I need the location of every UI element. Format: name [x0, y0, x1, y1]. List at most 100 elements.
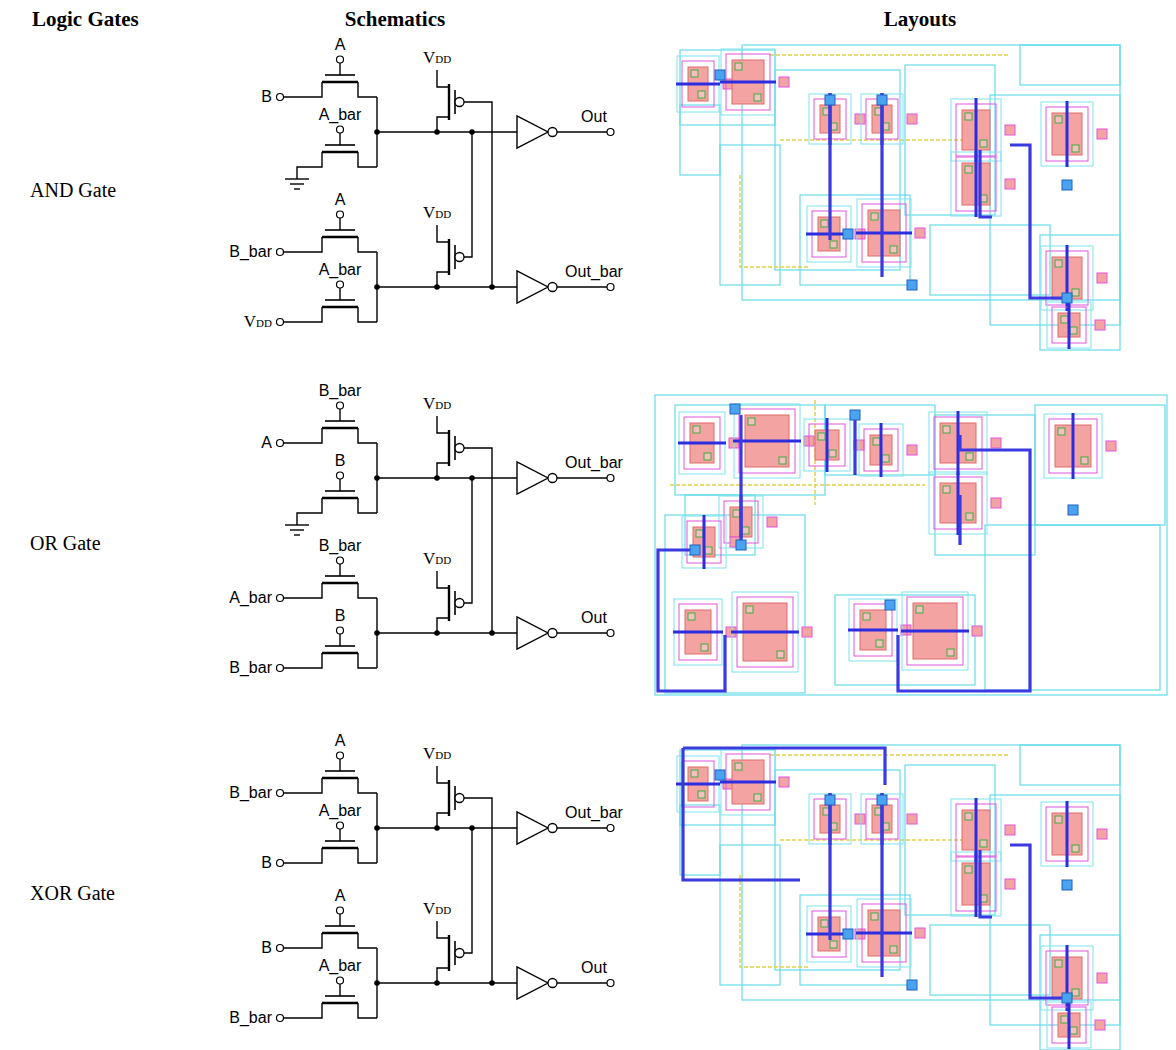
contact	[966, 513, 973, 520]
junction-dot	[434, 475, 440, 481]
gate-signal: A_bar	[319, 957, 362, 975]
gate-signal: B_bar	[319, 382, 362, 400]
pmos-drain	[437, 272, 449, 287]
node-wire	[377, 477, 517, 478]
poly-route	[898, 435, 1030, 691]
body-tap	[855, 114, 865, 124]
junction-dot	[374, 825, 380, 831]
junction-dot	[469, 825, 475, 831]
contact	[818, 433, 825, 440]
gate-signal: A_bar	[319, 261, 362, 279]
metal2-trace	[740, 875, 810, 967]
via	[690, 545, 700, 555]
gate-lead	[339, 409, 340, 421]
body-tap	[1097, 129, 1107, 139]
poly-gate	[1068, 1001, 1071, 1049]
metal2-trace	[770, 754, 1010, 756]
junction-dot	[374, 630, 380, 636]
poly-gate	[826, 418, 829, 472]
poly-gate	[673, 631, 723, 634]
contact	[876, 640, 883, 647]
inverter-symbol	[517, 812, 548, 844]
body-tap	[1005, 179, 1015, 189]
metal-outline	[720, 845, 780, 985]
contact	[1055, 960, 1062, 967]
contact	[965, 113, 972, 120]
terminal-circle	[277, 945, 284, 952]
body-tap	[907, 814, 917, 824]
node-wire	[377, 827, 517, 828]
body-tap	[767, 517, 777, 527]
well-outline	[1041, 246, 1093, 310]
contact	[980, 840, 987, 847]
metal-outline	[742, 45, 1120, 300]
output-wire	[557, 827, 607, 828]
via	[877, 95, 887, 105]
supply-label: VDD	[423, 745, 451, 764]
terminal-circle	[337, 977, 344, 984]
contact	[1072, 289, 1079, 296]
contact	[701, 644, 708, 651]
pmos-source	[437, 416, 449, 433]
pmos-channel	[448, 430, 450, 466]
body-tap	[907, 114, 917, 124]
output-wire	[557, 632, 607, 633]
output-wire	[557, 286, 607, 287]
pmos-drain	[437, 117, 449, 132]
contact	[1070, 1027, 1077, 1034]
contact	[698, 791, 705, 798]
output-label: Out	[581, 108, 607, 126]
transistor-drain	[358, 498, 377, 513]
gate-bubble	[455, 599, 464, 608]
terminal-circle	[277, 860, 284, 867]
well-outline	[857, 899, 911, 967]
metal-outline	[680, 105, 720, 175]
output-label: Out	[581, 959, 607, 977]
gate-lead	[339, 479, 340, 491]
via	[730, 404, 740, 414]
via	[825, 795, 835, 805]
inverter-bubble	[548, 979, 557, 988]
poly-gate	[720, 81, 776, 84]
ground-symbol	[285, 524, 309, 525]
metal-outline	[1040, 235, 1120, 350]
terminal-circle	[277, 595, 284, 602]
contact	[1070, 327, 1077, 334]
terminal-circle	[277, 319, 284, 326]
cross-couple-wire	[464, 102, 492, 287]
metal-outline	[800, 195, 910, 285]
poly-gate	[676, 83, 720, 86]
contact	[693, 426, 700, 433]
transistor-channel	[322, 236, 358, 238]
poly-gate	[1066, 101, 1069, 167]
transistor-drain	[358, 152, 377, 167]
gate-lead	[339, 564, 340, 576]
poly-route	[828, 93, 831, 240]
cross-couple-wire	[464, 798, 492, 983]
transistor-channel	[322, 306, 358, 308]
pmos-drain	[437, 463, 449, 478]
metal-outline	[685, 495, 755, 555]
terminal-circle	[277, 790, 284, 797]
output-label: Out_bar	[565, 263, 623, 281]
terminal-circle	[337, 281, 344, 288]
contact	[966, 453, 973, 460]
contact	[1081, 457, 1088, 464]
transistor-drain	[358, 307, 377, 322]
junction-dot	[434, 129, 440, 135]
gate-signal: A_bar	[319, 802, 362, 820]
input-signal: B	[261, 939, 272, 957]
terminal-circle	[277, 249, 284, 256]
row-label: OR Gate	[30, 532, 101, 554]
column-header: Logic Gates	[32, 8, 139, 31]
metal-outline	[655, 395, 1167, 695]
poly-gate	[975, 151, 978, 217]
contact	[1072, 845, 1079, 852]
contact	[688, 613, 695, 620]
poly-route	[880, 93, 883, 277]
gate-bubble	[455, 444, 464, 453]
well-outline	[1041, 802, 1093, 866]
transistor-source	[284, 82, 323, 97]
junction-dot	[434, 630, 440, 636]
